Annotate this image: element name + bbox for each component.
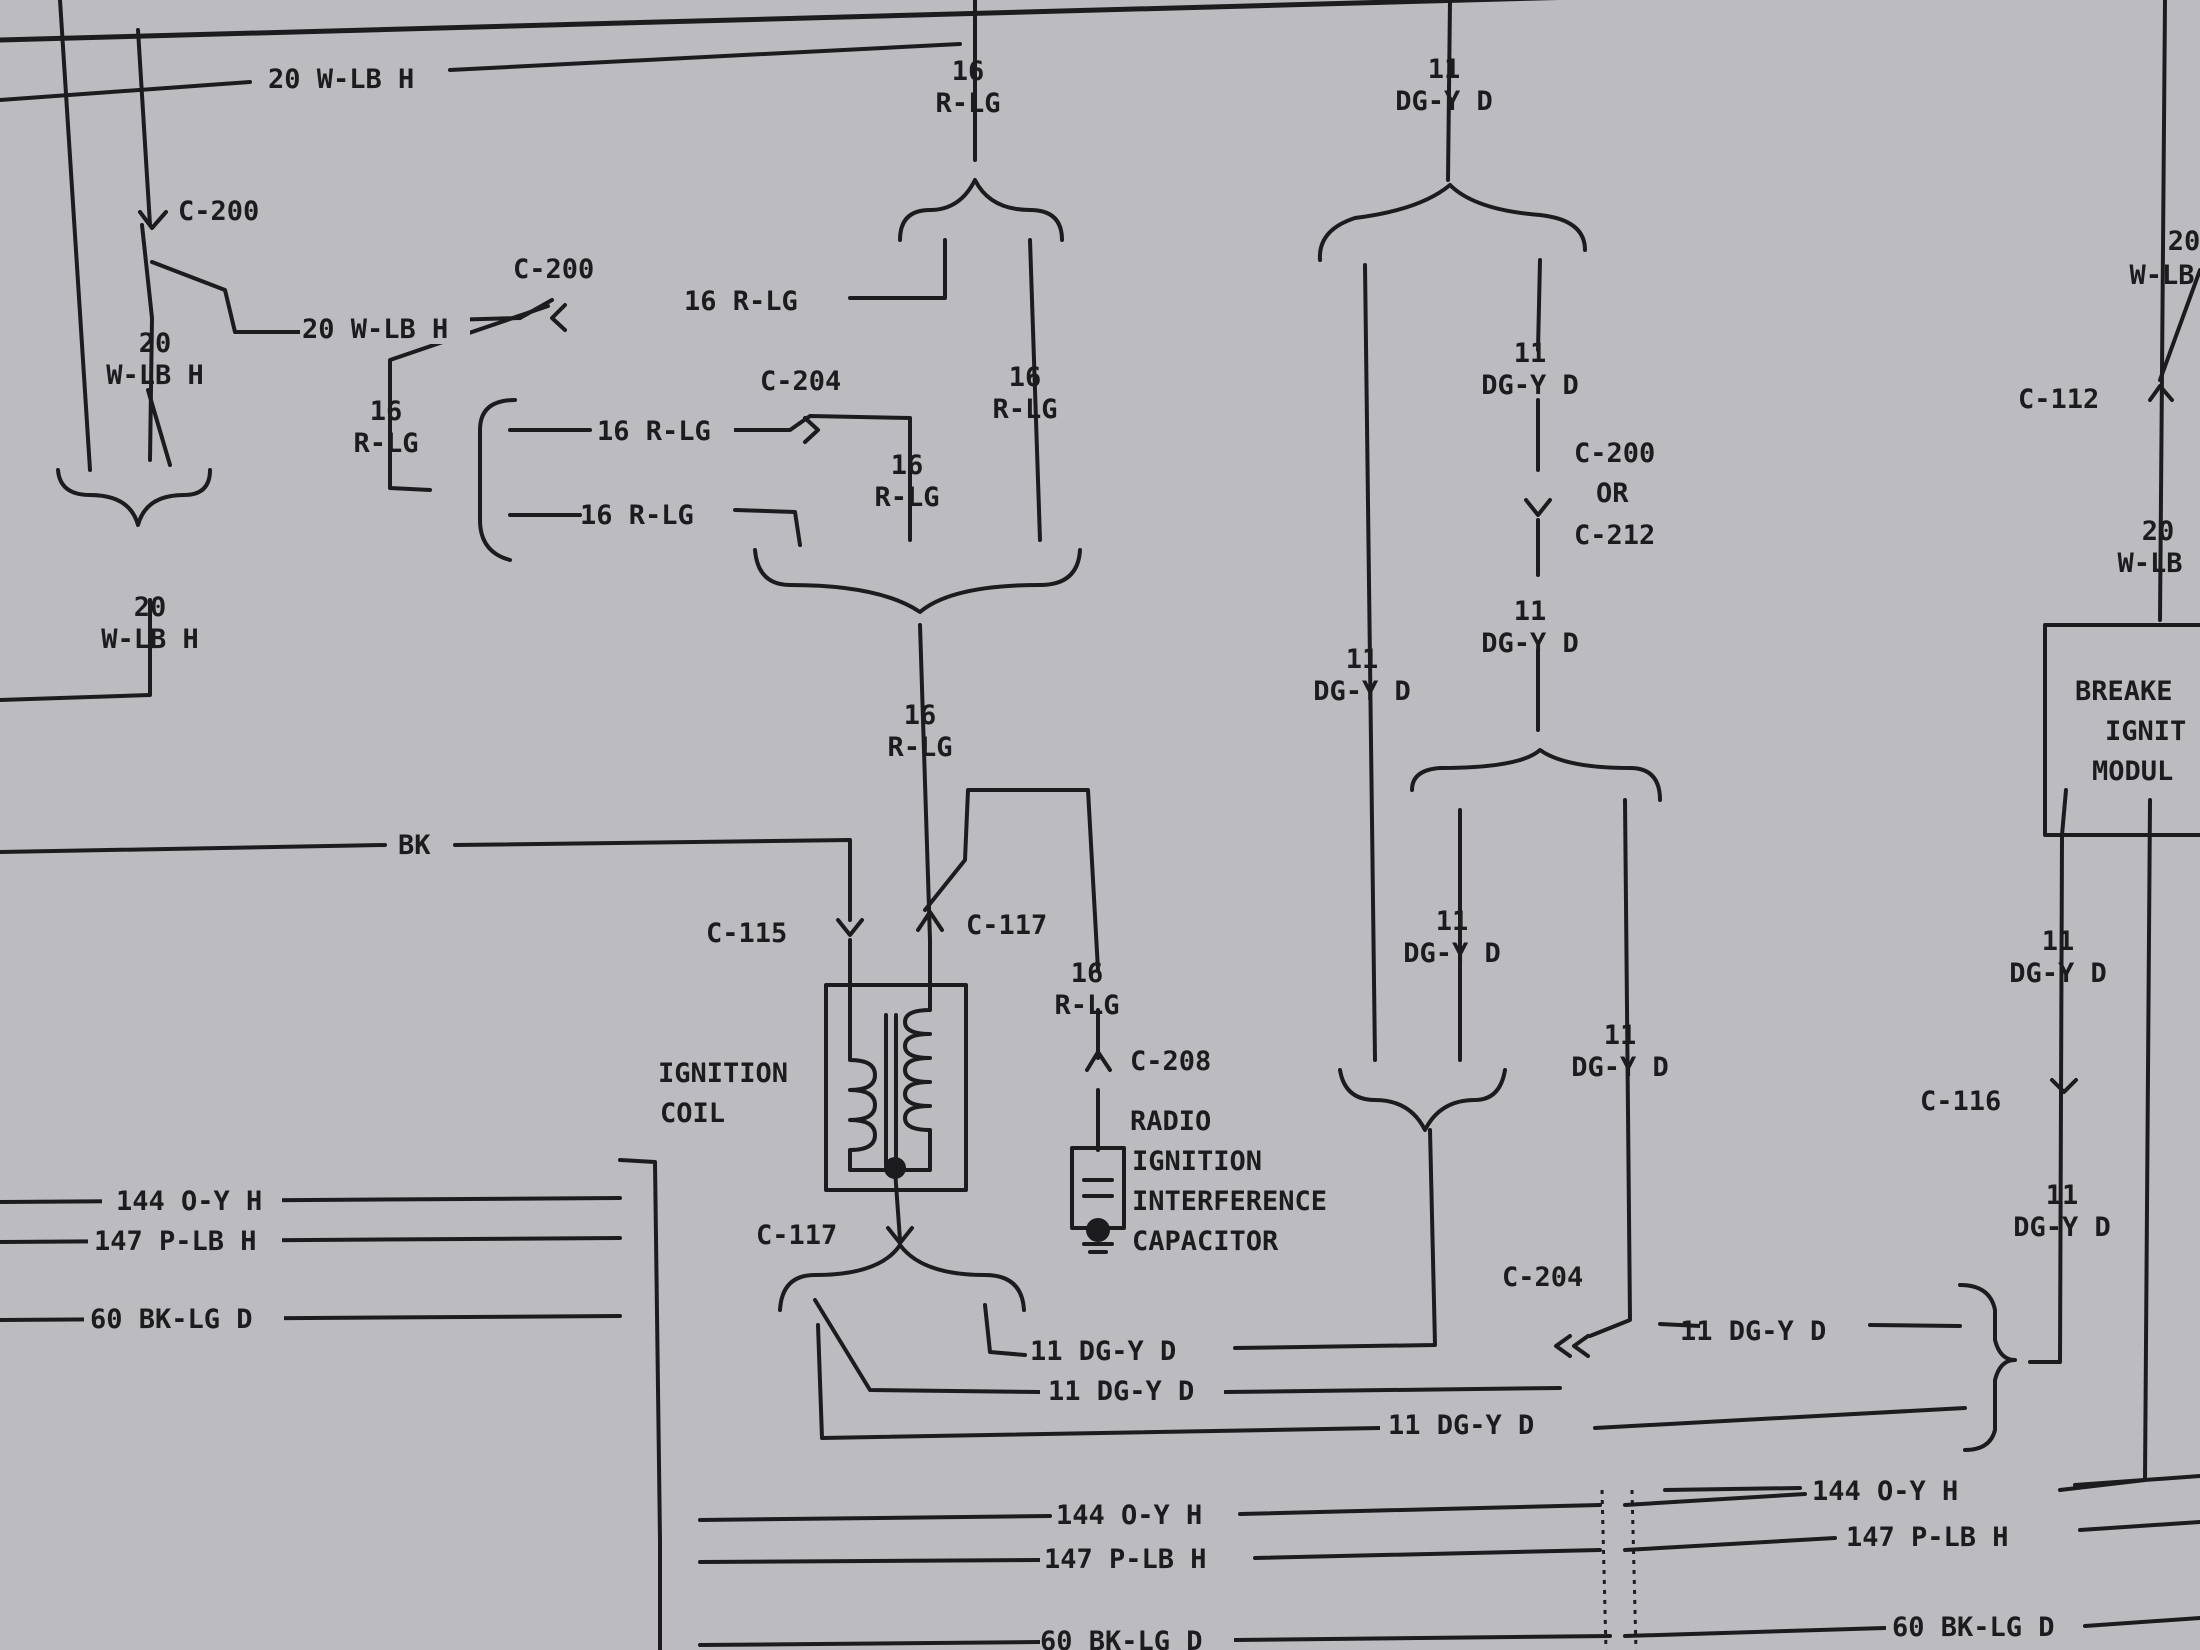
color-label: R-LG bbox=[1054, 990, 1119, 1021]
connector-label: C-208 bbox=[1130, 1046, 1211, 1077]
connector-label: C-112 bbox=[2018, 384, 2099, 415]
wire-label: 147 P-LB H bbox=[1846, 1522, 2009, 1553]
color-label: R-LG bbox=[935, 88, 1000, 119]
gauge-label: 20 bbox=[2142, 516, 2175, 547]
color-label: W-LB bbox=[2129, 260, 2194, 291]
wire-label: 144 O-Y H bbox=[1056, 1500, 1202, 1531]
color-label: W-LB H bbox=[101, 624, 199, 655]
gauge-label: 16 bbox=[370, 396, 403, 427]
primary-winding bbox=[848, 983, 897, 1172]
connector-label: C-200 bbox=[178, 196, 259, 227]
wire-label: 144 O-Y H bbox=[1812, 1476, 1958, 1507]
connector-label: C-200 bbox=[1574, 438, 1655, 469]
breaker-ignition-module bbox=[2043, 623, 2200, 837]
module-label: IGNIT bbox=[2105, 716, 2186, 747]
capacitor-box bbox=[1070, 1146, 1126, 1230]
module-box bbox=[2043, 623, 2200, 837]
wire-label: 11 DG-Y D bbox=[1030, 1336, 1176, 1367]
connector-label: OR bbox=[1596, 478, 1629, 509]
wire-label: 11 DG-Y D bbox=[1388, 1410, 1534, 1441]
color-label: DG-Y D bbox=[2013, 1212, 2111, 1243]
wire-label: BK bbox=[398, 830, 431, 861]
connector-label: C-200 bbox=[513, 254, 594, 285]
connector-label: C-212 bbox=[1574, 520, 1655, 551]
connector-label: C-204 bbox=[1502, 1262, 1583, 1293]
connector-label: C-117 bbox=[756, 1220, 837, 1251]
gauge-label: 11 bbox=[1346, 644, 1379, 675]
wire-label: 60 BK-LG D bbox=[90, 1304, 253, 1335]
gauge-label: 11 bbox=[1514, 596, 1547, 627]
gauge-label: 11 bbox=[1604, 1020, 1637, 1051]
wire-label: 20 W-LB H bbox=[268, 64, 414, 95]
component-label: RADIO bbox=[1130, 1106, 1211, 1137]
wire-labels: 20 W-LB H 16 R-LG 11 DG-Y D C-200 C-200 … bbox=[84, 54, 2200, 1650]
gauge-label: 16 bbox=[952, 56, 985, 87]
wire-label: 147 P-LB H bbox=[94, 1226, 257, 1257]
wire-label: 11 DG-Y D bbox=[1680, 1316, 1826, 1347]
color-label: DG-Y D bbox=[1481, 370, 1579, 401]
wire-label: 147 P-LB H bbox=[1044, 1544, 1207, 1575]
radio-interference-capacitor bbox=[1070, 1146, 1126, 1254]
component-label: INTERFERENCE bbox=[1132, 1186, 1327, 1217]
wire-label: 16 R-LG bbox=[580, 500, 694, 531]
wire-label: 16 R-LG bbox=[684, 286, 798, 317]
gauge-label: 11 bbox=[1428, 54, 1461, 85]
capacitor-ground-dot bbox=[1086, 1218, 1110, 1242]
gauge-label: 16 bbox=[904, 700, 937, 731]
color-label: DG-Y D bbox=[2009, 958, 2107, 989]
gauge-label: 11 bbox=[2042, 926, 2075, 957]
wire-label: 11 DG-Y D bbox=[1048, 1376, 1194, 1407]
color-label: DG-Y D bbox=[1571, 1052, 1669, 1083]
secondary-winding bbox=[893, 983, 932, 1172]
color-label: W-LB bbox=[2117, 548, 2182, 579]
connector-label: C-204 bbox=[760, 366, 841, 397]
gauge-label: 16 bbox=[1009, 362, 1042, 393]
gauge-label: 11 bbox=[1514, 338, 1547, 369]
component-label: IGNITION bbox=[1132, 1146, 1262, 1177]
component-label: COIL bbox=[660, 1098, 725, 1129]
connector-label: C-116 bbox=[1920, 1086, 2001, 1117]
gauge-label: 20 bbox=[2168, 226, 2200, 257]
connector-label: C-117 bbox=[966, 910, 1047, 941]
gauge-label: 20 bbox=[139, 328, 172, 359]
wire-label: 60 BK-LG D bbox=[1040, 1626, 1203, 1650]
ignition-coil bbox=[824, 983, 968, 1192]
module-label: MODUL bbox=[2092, 756, 2173, 787]
wire-label: 60 BK-LG D bbox=[1892, 1612, 2055, 1643]
component-label: IGNITION bbox=[658, 1058, 788, 1089]
wire-label: 144 O-Y H bbox=[116, 1186, 262, 1217]
color-label: DG-Y D bbox=[1313, 676, 1411, 707]
color-label: DG-Y D bbox=[1403, 938, 1501, 969]
color-label: W-LB H bbox=[106, 360, 204, 391]
wire-label: 16 R-LG bbox=[597, 416, 711, 447]
gauge-label: 11 bbox=[2046, 1180, 2079, 1211]
gauge-label: 16 bbox=[891, 450, 924, 481]
module-label: BREAKE bbox=[2075, 676, 2173, 707]
component-label: CAPACITOR bbox=[1132, 1226, 1279, 1257]
gauge-label: 20 bbox=[134, 592, 167, 623]
gauge-label: 11 bbox=[1436, 906, 1469, 937]
coil-junction-dot bbox=[884, 1157, 906, 1179]
gauge-label: 16 bbox=[1071, 958, 1104, 989]
wire-label: 20 W-LB H bbox=[302, 314, 448, 345]
color-label: DG-Y D bbox=[1481, 628, 1579, 659]
color-label: R-LG bbox=[353, 428, 418, 459]
connector-label: C-115 bbox=[706, 918, 787, 949]
color-label: R-LG bbox=[992, 394, 1057, 425]
color-label: DG-Y D bbox=[1395, 86, 1493, 117]
ignition-coil-box bbox=[824, 983, 968, 1192]
color-label: R-LG bbox=[887, 732, 952, 763]
color-label: R-LG bbox=[874, 482, 939, 513]
